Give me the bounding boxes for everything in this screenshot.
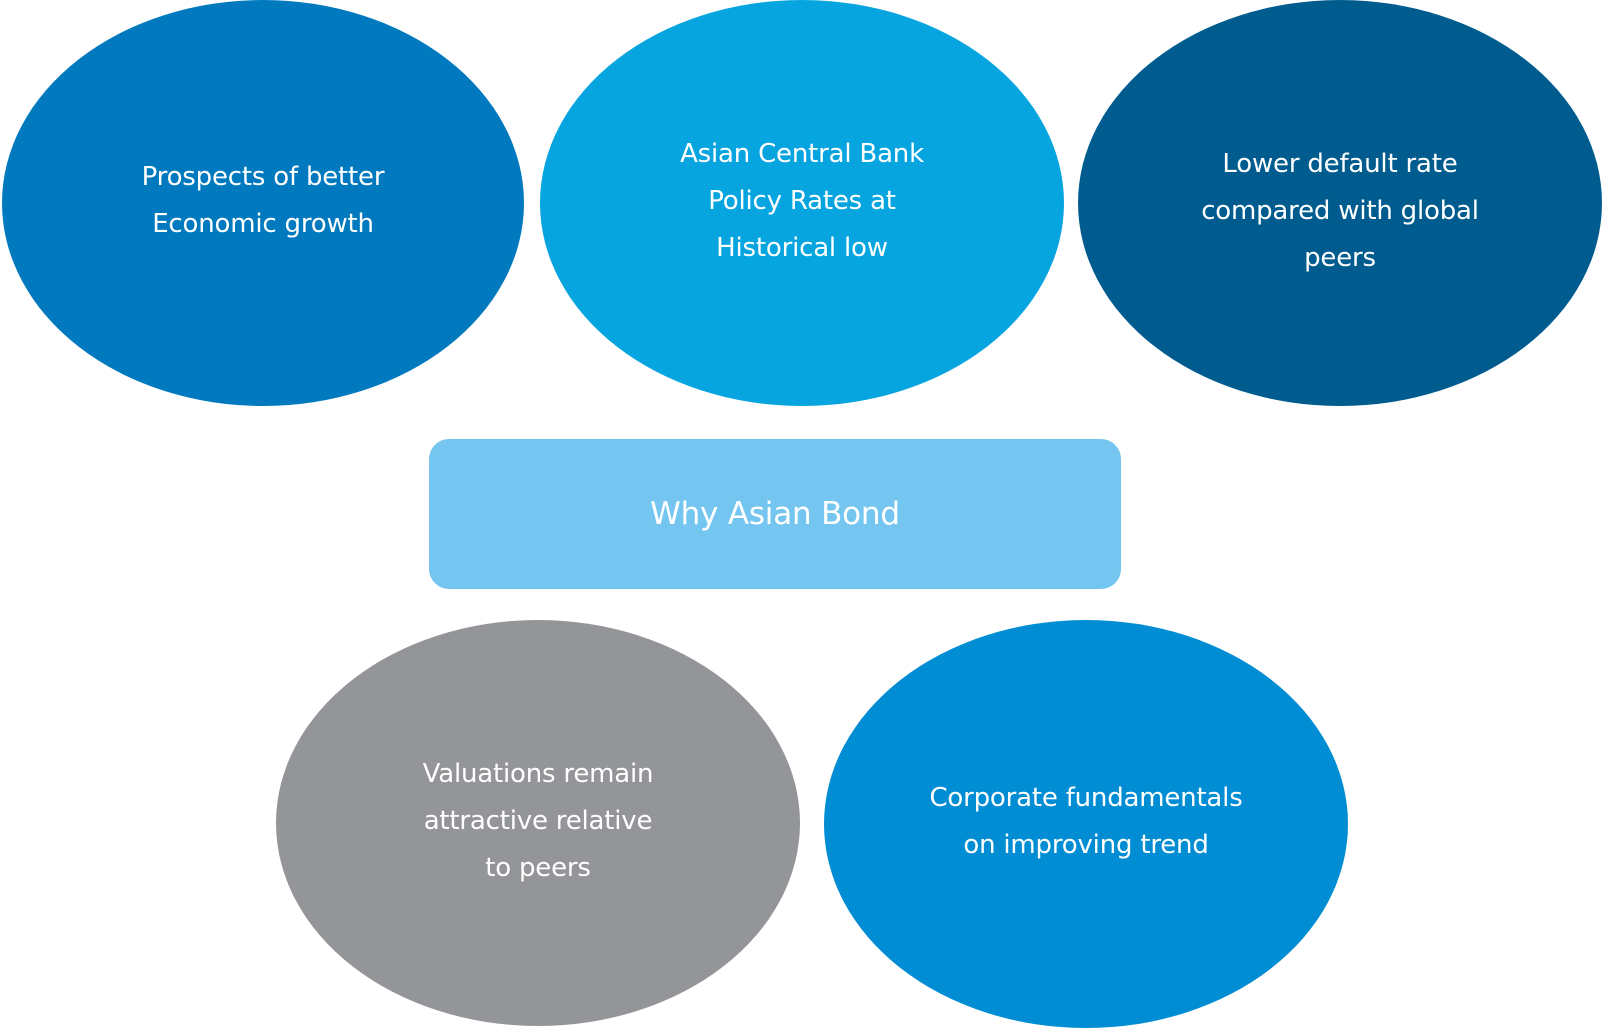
node-default-rate: Lower default rate compared with global … bbox=[1078, 0, 1602, 406]
node-valuations: Valuations remain attractive relative to… bbox=[276, 620, 800, 1026]
node-economic-growth-text: Prospects of better Economic growth bbox=[141, 162, 385, 239]
node-corporate-fundamentals: Corporate fundamentals on improving tren… bbox=[824, 620, 1348, 1028]
center-box: Why Asian Bond bbox=[429, 439, 1121, 589]
center-label: Why Asian Bond bbox=[650, 496, 900, 532]
node-economic-growth: Prospects of better Economic growth bbox=[2, 0, 524, 406]
node-policy-rates-text: Asian Central Bank Policy Rates at Histo… bbox=[680, 138, 924, 263]
node-policy-rates: Asian Central Bank Policy Rates at Histo… bbox=[540, 0, 1064, 406]
node-valuations-text: Valuations remain attractive relative to… bbox=[422, 758, 654, 883]
node-default-rate-text: Lower default rate compared with global … bbox=[1201, 148, 1479, 273]
node-corporate-fundamentals-text: Corporate fundamentals on improving tren… bbox=[929, 783, 1243, 860]
